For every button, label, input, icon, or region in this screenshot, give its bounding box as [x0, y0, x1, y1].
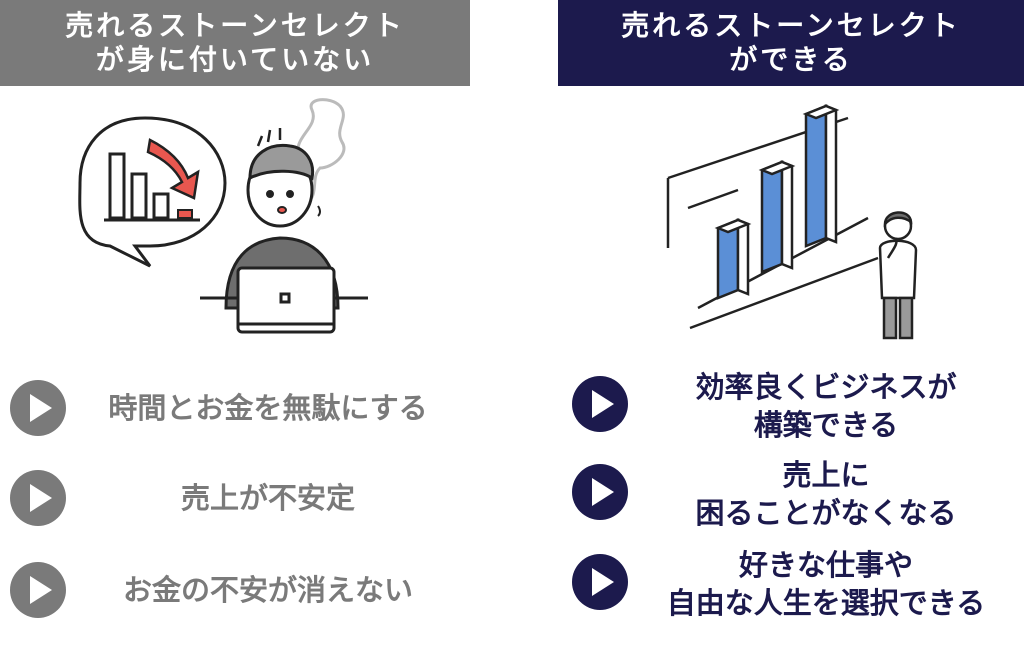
down-arrow-icon [146, 138, 200, 200]
left-column: 売れるストーンセレクト が身に付いていない [0, 0, 470, 651]
right-item-3-text: 好きな仕事や 自由な人生を選択できる [636, 546, 1016, 622]
play-triangle-icon [572, 376, 628, 432]
left-item-3: お金の不安が消えない [0, 560, 470, 620]
right-item-1-line1: 効率良くビジネスが [695, 370, 957, 404]
left-item-3-text: お金の不安が消えない [78, 571, 458, 609]
worried-person-laptop-icon [78, 98, 368, 334]
right-item-1: 効率良くビジネスが 構築できる [558, 368, 1024, 452]
play-triangle-icon [10, 380, 66, 436]
rising-bars-icon [714, 104, 840, 300]
right-item-1-line2: 構築できる [753, 408, 899, 442]
left-item-2-line1: 売上が不安定 [180, 481, 355, 515]
person-head-icon [246, 128, 321, 228]
right-item-2-line2: 困ることがなくなる [695, 496, 957, 530]
left-header-line1: 売れるストーンセレクト [65, 9, 405, 42]
right-item-1-text: 効率良くビジネスが 構築できる [636, 368, 1016, 444]
right-column: 売れるストーンセレクト ができる [558, 0, 1024, 651]
left-header-line2: が身に付いていない [95, 43, 375, 76]
right-header-line1: 売れるストーンセレクト [621, 9, 961, 42]
play-triangle-icon [572, 464, 628, 520]
left-header: 売れるストーンセレクト が身に付いていない [0, 0, 470, 86]
right-item-3-line1: 好きな仕事や [738, 548, 913, 582]
right-item-2: 売上に 困ることがなくなる [558, 454, 1024, 538]
left-item-1: 時間とお金を無駄にする [0, 378, 470, 438]
right-item-3-line2: 自由な人生を選択できる [666, 586, 986, 620]
left-item-2: 売上が不安定 [0, 468, 470, 528]
right-item-2-text: 売上に 困ることがなくなる [636, 456, 1016, 532]
play-triangle-icon [10, 562, 66, 618]
thinking-person-icon [878, 211, 918, 340]
left-item-3-line1: お金の不安が消えない [122, 573, 413, 607]
play-triangle-icon [572, 554, 628, 610]
left-item-1-text: 時間とお金を無駄にする [78, 389, 458, 427]
right-header-line2: ができる [729, 43, 853, 76]
right-header: 売れるストーンセレクト ができる [558, 0, 1024, 86]
play-triangle-icon [10, 470, 66, 526]
last-bar-red [177, 209, 193, 219]
right-item-3: 好きな仕事や 自由な人生を選択できる [558, 544, 1024, 628]
laptop-icon [236, 266, 336, 334]
left-item-1-line1: 時間とお金を無駄にする [108, 391, 428, 425]
right-item-2-line1: 売上に [782, 458, 870, 492]
steam-icon [296, 98, 346, 206]
left-item-2-text: 売上が不安定 [78, 479, 458, 517]
rising-bar-chart-person-icon [666, 104, 918, 340]
declining-chart-icon [104, 152, 200, 222]
